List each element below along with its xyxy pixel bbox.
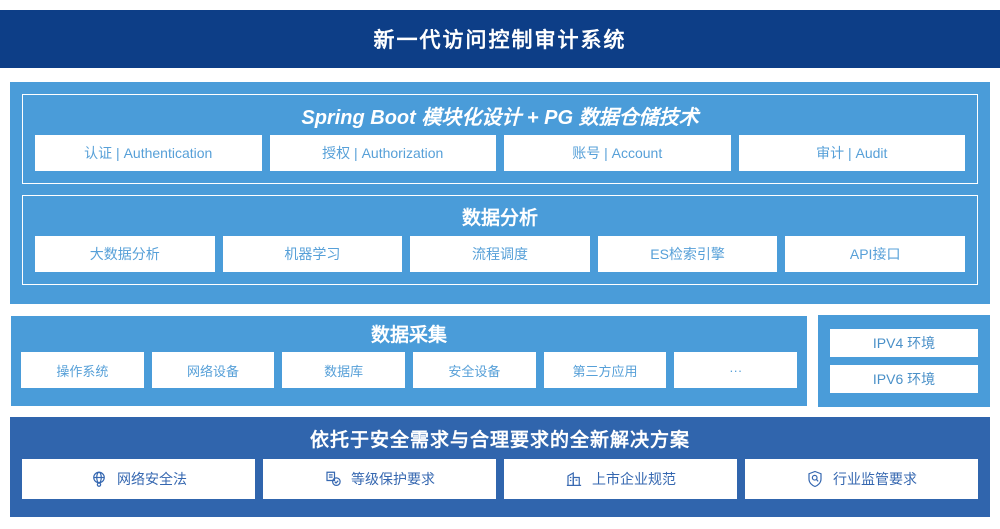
- platform-card-label: 授权 | Authorization: [322, 145, 444, 161]
- platform-card-authorization[interactable]: 授权 | Authorization: [269, 135, 496, 171]
- globe-icon: [90, 470, 108, 488]
- platform-group: Spring Boot 模块化设计 + PG 数据仓储技术 认证 | Authe…: [22, 94, 978, 184]
- analysis-card-label: 流程调度: [471, 246, 528, 262]
- header-bar: 新一代访问控制审计系统: [0, 10, 1000, 68]
- ip-card-label: IPV4 环境: [872, 335, 936, 351]
- collection-card-label: 操作系统: [56, 363, 109, 379]
- analysis-card-machine-learning[interactable]: 机器学习: [222, 236, 403, 272]
- collection-title: 数据采集: [370, 325, 447, 346]
- collection-card-third-party-app[interactable]: 第三方应用: [543, 352, 667, 388]
- platform-card-account[interactable]: 账号 | Account: [504, 135, 731, 171]
- ip-card-label: IPV6 环境: [872, 371, 936, 387]
- platform-card-label: 审计 | Audit: [816, 145, 888, 161]
- compliance-card-row: 网络安全法 等级保护要求: [22, 459, 978, 499]
- collection-card-network-device[interactable]: 网络设备: [151, 352, 275, 388]
- collection-card-label: ···: [729, 362, 743, 378]
- platform-card-authentication[interactable]: 认证 | Authentication: [35, 135, 262, 171]
- analysis-card-es-search[interactable]: ES检索引擎: [597, 236, 778, 272]
- analysis-card-label: 机器学习: [284, 246, 341, 262]
- compliance-title: 依托于安全需求与合理要求的全新解决方案: [309, 430, 690, 451]
- platform-group-title: Spring Boot 模块化设计 + PG 数据仓储技术: [301, 107, 699, 129]
- collection-card-os[interactable]: 操作系统: [21, 352, 144, 388]
- collection-card-label: 安全设备: [448, 363, 501, 379]
- collection-card-label: 第三方应用: [572, 363, 638, 379]
- compliance-card-listed-enterprise[interactable]: 上市企业规范: [504, 459, 737, 499]
- analysis-card-api[interactable]: API接口: [785, 236, 965, 272]
- compliance-card-classified-protection[interactable]: 等级保护要求: [263, 459, 496, 499]
- platform-panel: Spring Boot 模块化设计 + PG 数据仓储技术 认证 | Authe…: [10, 82, 990, 304]
- compliance-panel: 依托于安全需求与合理要求的全新解决方案 网络安全法: [10, 417, 990, 517]
- collection-card-database[interactable]: 数据库: [282, 352, 406, 388]
- analysis-card-label: 大数据分析: [89, 246, 160, 262]
- building-icon: [565, 470, 583, 488]
- platform-card-row: 认证 | Authentication 授权 | Authorization 账…: [35, 135, 965, 171]
- compliance-card-label: 行业监管要求: [833, 471, 917, 487]
- collection-panel: 数据采集 操作系统 网络设备 数据库 安全设备 第三方应用 ···: [10, 315, 808, 407]
- collection-card-more[interactable]: ···: [674, 352, 798, 388]
- ip-card-ipv4[interactable]: IPV4 环境: [830, 329, 978, 357]
- platform-card-audit[interactable]: 审计 | Audit: [738, 135, 965, 171]
- compliance-card-industry-regulation[interactable]: 行业监管要求: [745, 459, 978, 499]
- analysis-group: 数据分析 大数据分析 机器学习 流程调度 ES检索引擎 API接口: [22, 195, 978, 285]
- analysis-group-title: 数据分析: [461, 208, 538, 229]
- document-check-icon: [324, 470, 342, 488]
- analysis-card-label: API接口: [849, 246, 901, 262]
- collection-card-security-device[interactable]: 安全设备: [413, 352, 536, 388]
- collection-card-label: 数据库: [324, 363, 364, 379]
- collection-card-label: 网络设备: [187, 363, 240, 379]
- compliance-card-label: 等级保护要求: [351, 471, 435, 487]
- compliance-card-cybersecurity-law[interactable]: 网络安全法: [22, 459, 255, 499]
- page-title: 新一代访问控制审计系统: [373, 29, 627, 52]
- collection-card-row: 操作系统 网络设备 数据库 安全设备 第三方应用 ···: [21, 352, 798, 388]
- analysis-card-label: ES检索引擎: [650, 246, 725, 262]
- compliance-card-label: 网络安全法: [117, 471, 187, 487]
- analysis-card-row: 大数据分析 机器学习 流程调度 ES检索引擎 API接口: [35, 236, 965, 272]
- collection-row: 数据采集 操作系统 网络设备 数据库 安全设备 第三方应用 ···: [10, 315, 990, 407]
- platform-card-label: 账号 | Account: [572, 145, 663, 161]
- shield-search-icon: [806, 470, 824, 488]
- analysis-card-bigdata[interactable]: 大数据分析: [35, 236, 215, 272]
- platform-card-label: 认证 | Authentication: [84, 145, 213, 161]
- ip-environment-panel: IPV4 环境 IPV6 环境: [818, 315, 990, 407]
- compliance-card-label: 上市企业规范: [592, 471, 676, 487]
- ip-card-ipv6[interactable]: IPV6 环境: [830, 365, 978, 393]
- analysis-card-process-scheduling[interactable]: 流程调度: [410, 236, 590, 272]
